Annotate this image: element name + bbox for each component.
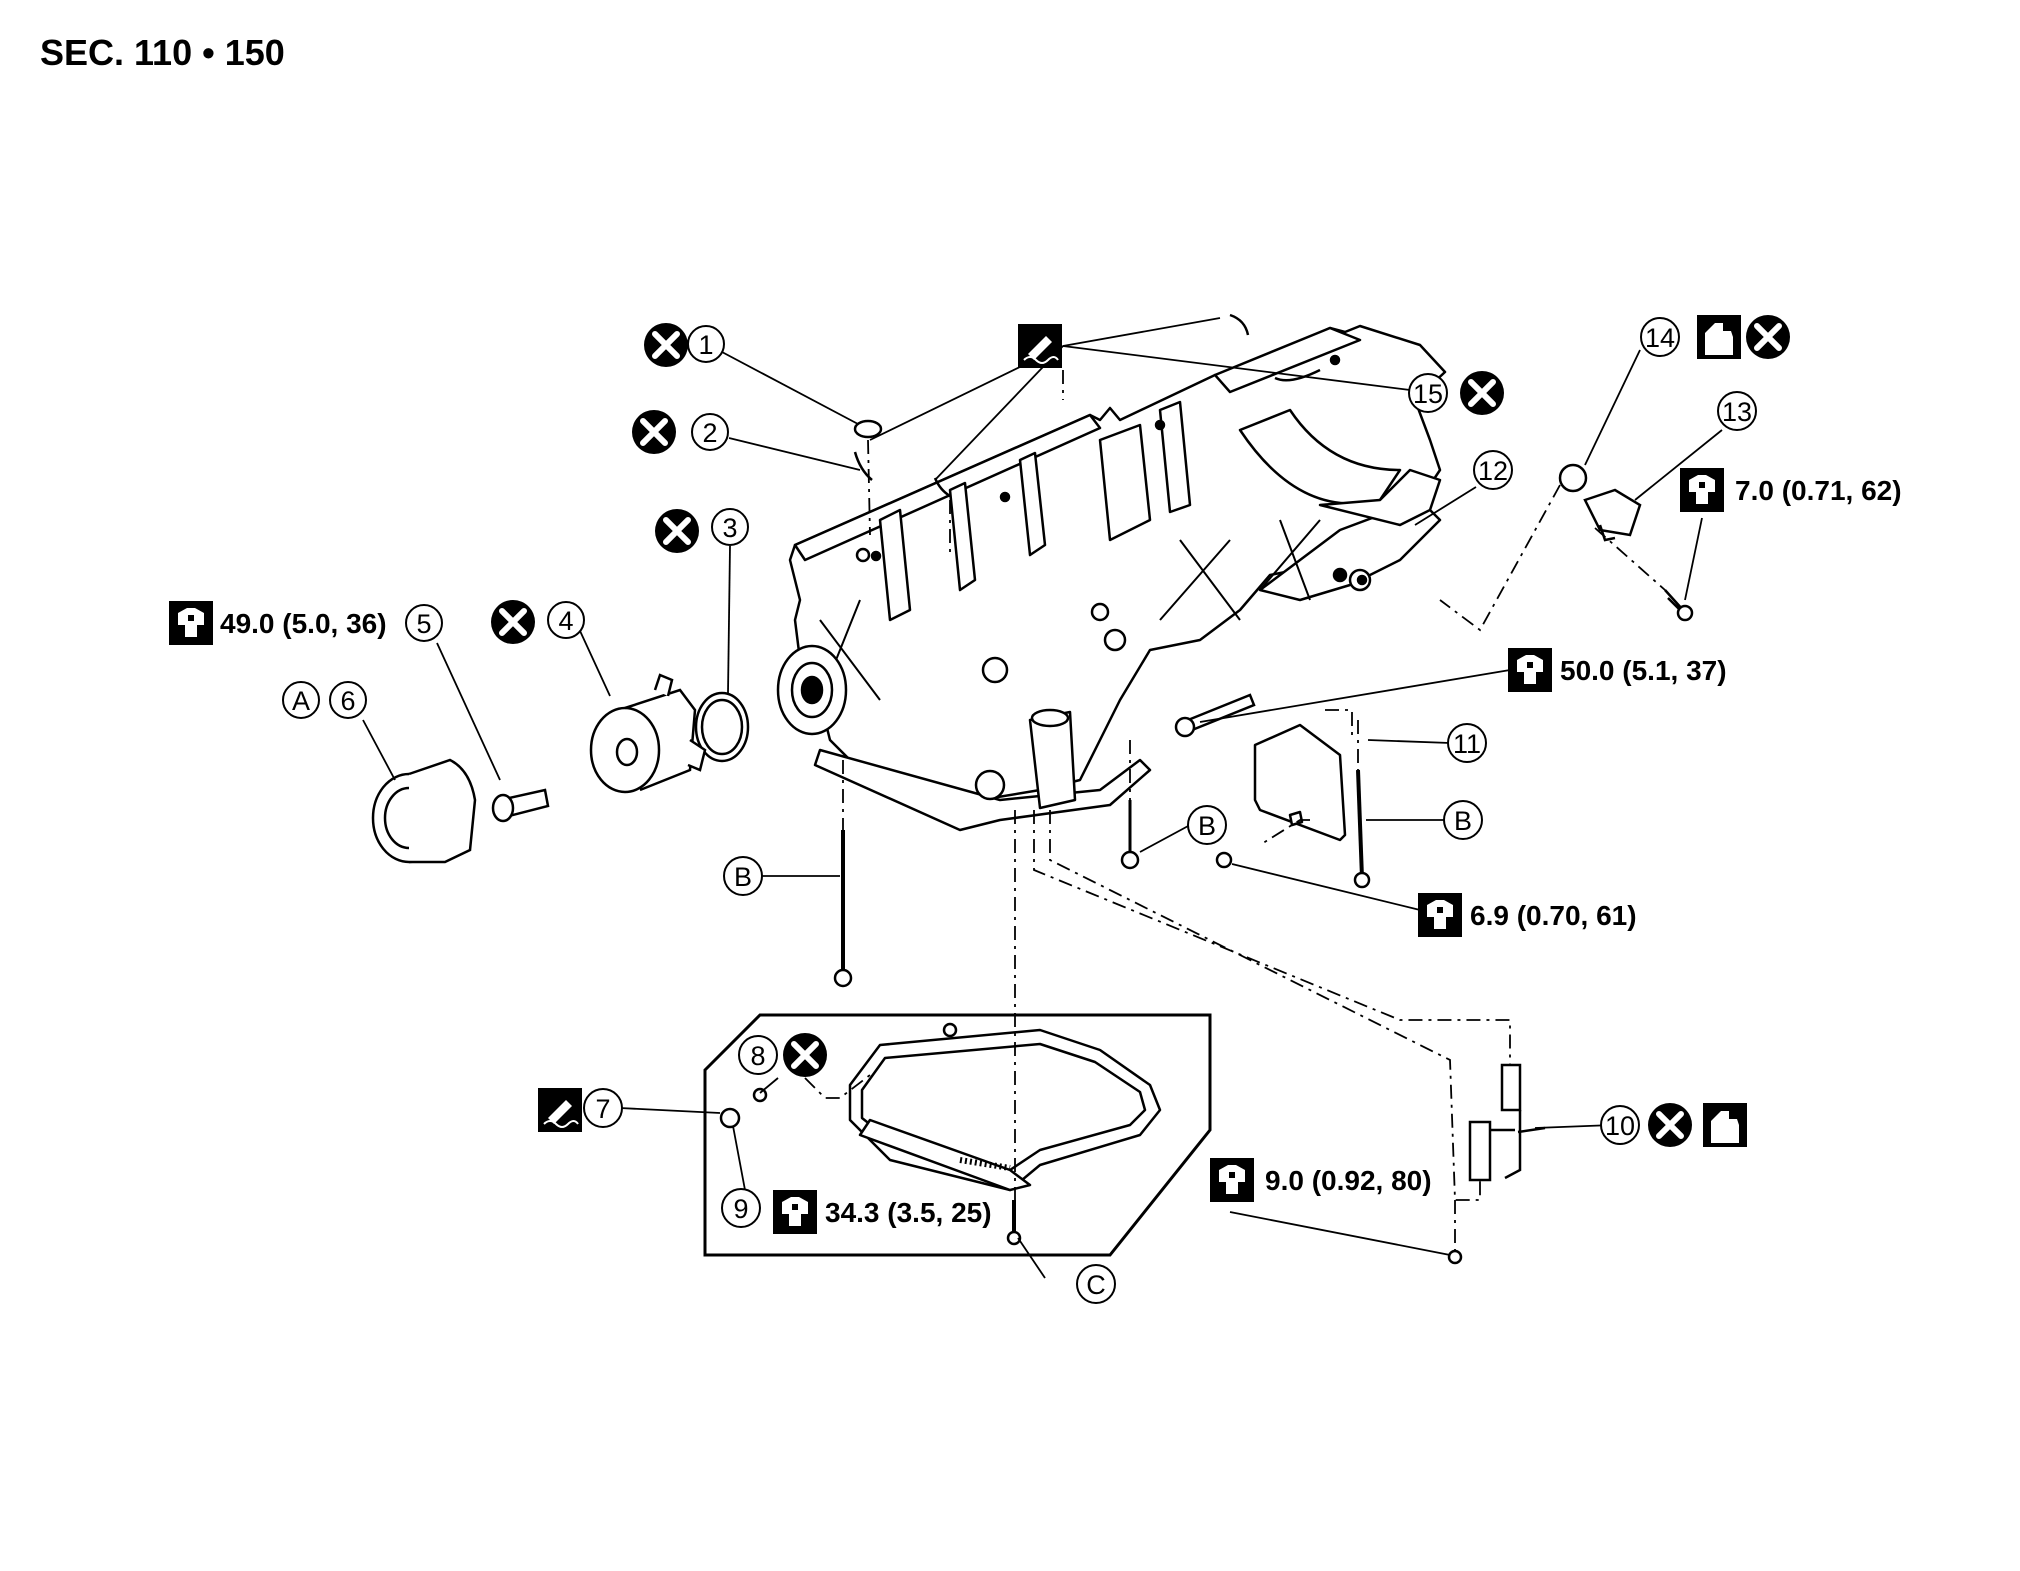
torque-spec-bolt: 50.0 (5.1, 37) xyxy=(1560,655,1727,686)
callout-B-left: B xyxy=(723,856,763,896)
callout-13: 13 xyxy=(1717,391,1757,431)
torque-wrench-icon xyxy=(1418,893,1462,937)
do-not-reuse-x-icon xyxy=(1648,1103,1692,1147)
callout-2: 2 xyxy=(691,413,729,451)
callout-12: 12 xyxy=(1473,450,1513,490)
callout-15: 15 xyxy=(1408,373,1448,413)
callout-11: 11 xyxy=(1447,723,1487,763)
callouts: 1 2 3 4 5 A 6 15 xyxy=(282,317,1757,1304)
svg-text:14: 14 xyxy=(1645,323,1675,353)
callout-C: C xyxy=(1076,1264,1116,1304)
do-not-reuse-x-icon xyxy=(1746,315,1790,359)
svg-text:5: 5 xyxy=(416,609,431,639)
torque-spec-9: 34.3 (3.5, 25) xyxy=(825,1197,992,1228)
callout-10: 10 xyxy=(1600,1105,1640,1145)
torque-spec-cover: 6.9 (0.70, 61) xyxy=(1470,900,1637,931)
svg-text:13: 13 xyxy=(1722,397,1752,427)
do-not-reuse-x-icon xyxy=(1460,371,1504,415)
svg-text:B: B xyxy=(1454,806,1472,836)
do-not-reuse-x-icon xyxy=(655,509,699,553)
callout-1: 1 xyxy=(687,325,725,363)
leader-lines xyxy=(362,317,1723,1279)
callout-B-center: B xyxy=(1187,805,1227,845)
callout-5: 5 xyxy=(405,604,443,642)
svg-text:C: C xyxy=(1086,1270,1106,1300)
liquid-gasket-icon xyxy=(1017,323,1063,369)
torque-wrench-icon xyxy=(1508,648,1552,692)
torque-wrench-icon xyxy=(1210,1158,1254,1202)
callout-8: 8 xyxy=(738,1035,778,1075)
svg-text:7: 7 xyxy=(595,1094,610,1124)
torque-wrench-icon xyxy=(773,1190,817,1234)
section-title: SEC. 110 • 150 xyxy=(40,32,285,73)
svg-text:10: 10 xyxy=(1605,1111,1635,1141)
svg-text:11: 11 xyxy=(1453,729,1481,759)
svg-text:B: B xyxy=(734,862,752,892)
do-not-reuse-x-icon xyxy=(632,410,676,454)
svg-text:8: 8 xyxy=(750,1041,765,1071)
svg-text:9: 9 xyxy=(733,1194,748,1224)
callout-4: 4 xyxy=(547,601,585,639)
callout-A: A xyxy=(282,681,320,719)
svg-text:1: 1 xyxy=(698,330,713,360)
engine-oil-icon xyxy=(1697,315,1741,359)
torque-spec-10: 9.0 (0.92, 80) xyxy=(1265,1165,1432,1196)
svg-text:6: 6 xyxy=(340,686,355,716)
svg-text:2: 2 xyxy=(702,418,717,448)
torque-wrench-icon xyxy=(169,601,213,645)
do-not-reuse-x-icon xyxy=(783,1033,827,1077)
svg-text:12: 12 xyxy=(1478,456,1508,486)
liquid-gasket-icon xyxy=(537,1087,583,1133)
upper-oil-pan xyxy=(776,324,1447,842)
do-not-reuse-x-icon xyxy=(491,600,535,644)
callout-6: 6 xyxy=(329,681,367,719)
svg-text:A: A xyxy=(292,686,310,716)
svg-text:3: 3 xyxy=(722,513,737,543)
do-not-reuse-x-icon xyxy=(644,323,688,367)
callout-B-right: B xyxy=(1443,800,1483,840)
callout-14: 14 xyxy=(1640,317,1680,357)
svg-text:15: 15 xyxy=(1413,379,1443,409)
svg-text:4: 4 xyxy=(558,606,573,636)
torque-spec-13: 7.0 (0.71, 62) xyxy=(1735,475,1902,506)
engine-oil-icon xyxy=(1703,1103,1747,1147)
callout-7: 7 xyxy=(583,1088,623,1128)
callout-3: 3 xyxy=(711,508,749,546)
lower-oil-pan-box xyxy=(703,1013,1212,1257)
callout-9: 9 xyxy=(721,1188,761,1228)
torque-labels: 49.0 (5.0, 36) 7.0 (0.71, 62) 50.0 (5.1,… xyxy=(220,475,1902,1228)
svg-text:B: B xyxy=(1198,811,1216,841)
torque-spec-5: 49.0 (5.0, 36) xyxy=(220,608,387,639)
torque-wrench-icon xyxy=(1680,468,1724,512)
